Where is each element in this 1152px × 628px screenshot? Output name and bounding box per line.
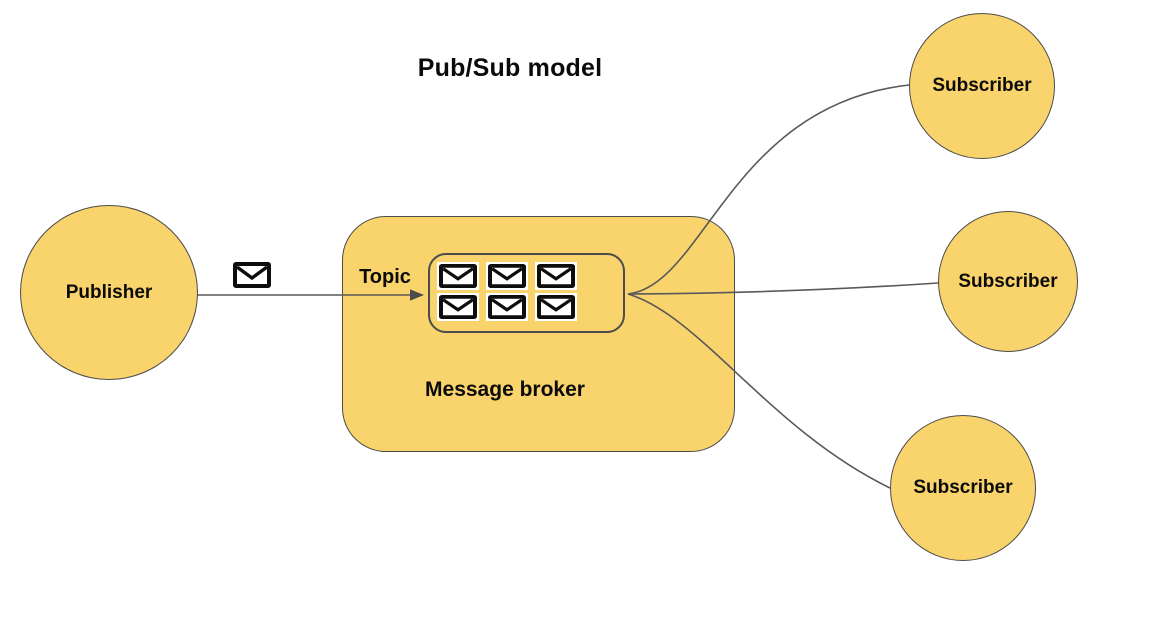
envelope-icon: [439, 295, 477, 319]
envelope-icon: [439, 264, 477, 288]
subscriber-node-1: Subscriber: [909, 13, 1055, 159]
subscriber-node-3: Subscriber: [890, 415, 1036, 561]
publisher-node: Publisher: [20, 205, 198, 380]
message-broker-label: Message broker: [425, 378, 585, 401]
diagram-title: Pub/Sub model: [417, 54, 603, 82]
arrowhead-icon: [410, 289, 424, 301]
envelope-icon: [488, 264, 526, 288]
publisher-label: Publisher: [65, 281, 153, 303]
subscriber-label: Subscriber: [913, 477, 1013, 498]
connector-broker-to-subscriber-1: [627, 84, 910, 295]
subscriber-label: Subscriber: [932, 75, 1032, 96]
envelope-icon: [537, 295, 575, 319]
subscriber-label: Subscriber: [958, 270, 1058, 292]
subscriber-node-2: Subscriber: [938, 211, 1078, 352]
envelope-icon: [488, 295, 526, 319]
topic-label: Topic: [359, 266, 411, 288]
envelope-icon: [233, 262, 271, 288]
connector-broker-to-subscriber-2: [627, 282, 939, 295]
topic-message-grid: [439, 264, 575, 319]
connector-broker-to-subscriber-3: [627, 293, 891, 489]
envelope-icon: [537, 264, 575, 288]
